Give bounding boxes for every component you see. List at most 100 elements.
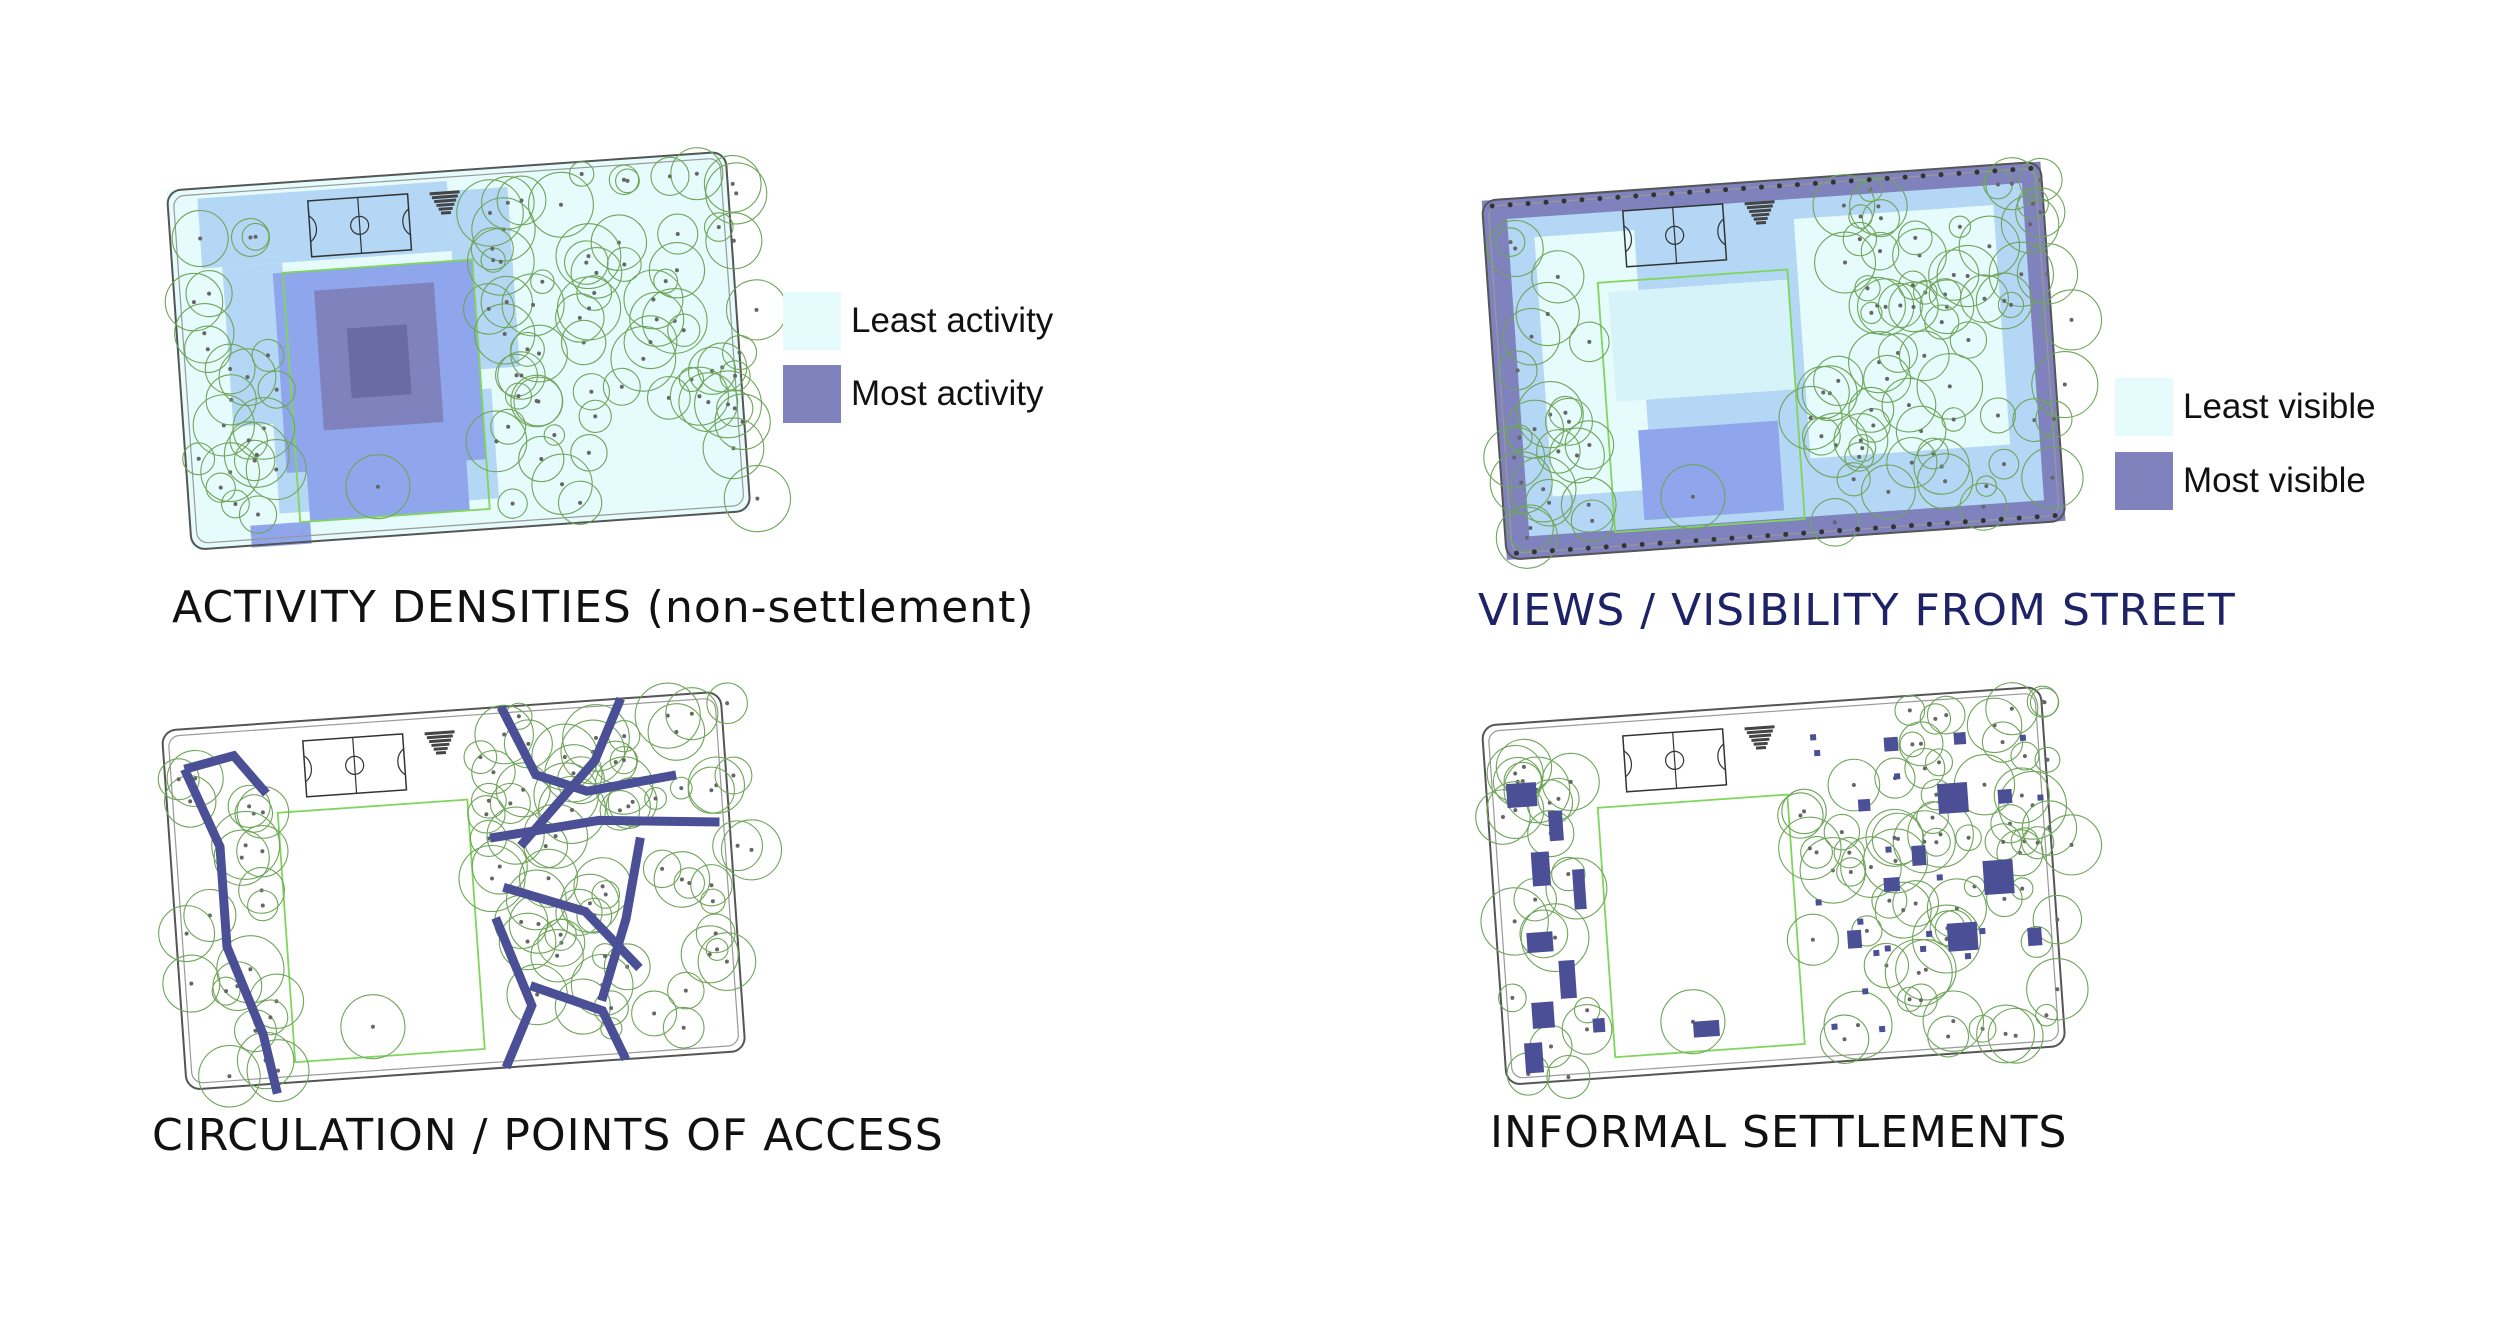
- settlements-caption: INFORMAL SETTLEMENTS: [1490, 1107, 2068, 1158]
- settlement-small: [1925, 930, 1933, 938]
- tree-trunk-dot: [1922, 766, 1927, 771]
- tree-trunk-dot: [577, 315, 582, 320]
- tree-trunk-dot: [1851, 783, 1856, 788]
- grandstand-step: [433, 746, 448, 751]
- tree-canopy-icon: [157, 758, 200, 801]
- tree-trunk-dot: [594, 735, 599, 740]
- tree-trunk-dot: [2055, 987, 2060, 992]
- tree-trunk-dot: [274, 467, 279, 472]
- grandstand-icon: [424, 730, 455, 755]
- tree-canopy-icon: [1531, 250, 1585, 304]
- street-marker: [1639, 541, 1645, 547]
- tree-canopy-icon: [158, 905, 216, 963]
- tree-canopy-icon: [1997, 291, 2025, 319]
- grandstand-step: [1753, 216, 1768, 221]
- street-marker: [1801, 530, 1807, 536]
- tree-trunk-dot: [227, 1074, 232, 1079]
- path-segment: [489, 815, 720, 843]
- tree-trunk-dot: [1541, 487, 1546, 492]
- tree-canopy-icon: [171, 209, 229, 268]
- tree-trunk-dot: [1939, 320, 1944, 325]
- tree-canopy-icon: [505, 869, 567, 931]
- tree-trunk-dot: [1913, 901, 1918, 906]
- tree-trunk-dot: [1842, 1037, 1847, 1042]
- tree-trunk-dot: [1513, 246, 1518, 251]
- tree-trunk-dot: [681, 328, 686, 333]
- site-boundary-inner: [173, 158, 744, 544]
- tree-trunk-dot: [689, 711, 694, 716]
- tree-trunk-dot: [1947, 384, 1952, 389]
- tree-canopy-icon: [246, 1039, 310, 1103]
- tree-trunk-dot: [733, 373, 738, 378]
- tree-trunk-dot: [579, 171, 584, 176]
- tree-trunk-dot: [1913, 235, 1918, 240]
- tree-canopy-icon: [238, 495, 278, 534]
- tree-trunk-dot: [2051, 416, 2056, 421]
- tree-trunk-dot: [749, 847, 754, 852]
- site-boundary: [161, 691, 746, 1090]
- grandstand-step: [1746, 204, 1773, 210]
- street-marker: [1525, 200, 1531, 206]
- tree-trunk-dot: [1839, 830, 1844, 835]
- tree-trunk-dot: [679, 877, 684, 882]
- tree-canopy-icon: [496, 175, 547, 226]
- tree-trunk-dot: [502, 331, 507, 336]
- tree-trunk-dot: [1951, 417, 1956, 422]
- tree-trunk-dot: [486, 798, 491, 803]
- tree-trunk-dot: [276, 1068, 281, 1073]
- tree-trunk-dot: [726, 402, 731, 407]
- tree-trunk-dot: [1808, 415, 1813, 420]
- tree-canopy-icon: [463, 740, 498, 775]
- tree-canopy-icon: [1519, 909, 1569, 959]
- tree-canopy-icon: [647, 703, 706, 761]
- tree-trunk-dot: [716, 225, 721, 230]
- tree-canopy-icon: [1551, 856, 1586, 892]
- tree-canopy-icon: [1998, 770, 2067, 840]
- tree-trunk-dot: [494, 439, 499, 444]
- tree-trunk-dot: [1821, 390, 1826, 395]
- path-segment: [180, 767, 282, 1095]
- tree-canopy-icon: [690, 864, 733, 907]
- tree-canopy-icon: [184, 325, 232, 374]
- tree-trunk-dot: [247, 804, 252, 809]
- tree-trunk-dot: [1878, 249, 1883, 254]
- tree-trunk-dot: [587, 901, 592, 906]
- tree-trunk-dot: [1893, 858, 1898, 863]
- tree-trunk-dot: [1951, 1019, 1956, 1024]
- tree-trunk-dot: [603, 892, 608, 897]
- tree-canopy-icon: [667, 971, 705, 1010]
- tree-canopy-icon: [470, 782, 507, 819]
- tree-canopy-icon: [1892, 810, 1956, 874]
- court-center-circle: [345, 755, 365, 775]
- settlement-block: [1505, 782, 1538, 809]
- tree-trunk-dot: [1553, 935, 1558, 940]
- settlement-small: [1936, 874, 1943, 881]
- street-marker: [1669, 190, 1675, 196]
- tree-trunk-dot: [1906, 403, 1911, 408]
- tree-trunk-dot: [584, 260, 589, 265]
- tree-trunk-dot: [1528, 525, 1533, 530]
- tree-trunk-dot: [1814, 850, 1819, 855]
- street-marker: [1902, 174, 1908, 180]
- tree-canopy-icon: [245, 439, 307, 501]
- tree-trunk-dot: [1876, 204, 1881, 209]
- tree-trunk-dot: [1858, 438, 1863, 443]
- tree-trunk-dot: [710, 899, 715, 904]
- tree-trunk-dot: [1951, 273, 1956, 278]
- tree-canopy-icon: [1516, 381, 1584, 449]
- tree-trunk-dot: [709, 788, 714, 793]
- tree-trunk-dot: [1856, 1023, 1861, 1028]
- tree-trunk-dot: [1895, 836, 1900, 841]
- grandstand-step: [440, 210, 452, 215]
- tree-trunk-dot: [1513, 808, 1518, 813]
- tree-trunk-dot: [2047, 826, 2052, 831]
- tree-trunk-dot: [1907, 997, 1912, 1002]
- tree-canopy-icon: [554, 978, 611, 1035]
- tree-trunk-dot: [1923, 967, 1928, 972]
- tree-trunk-dot: [540, 279, 545, 284]
- tree-trunk-dot: [1521, 764, 1526, 769]
- tree-canopy-icon: [609, 745, 639, 775]
- tree-canopy-icon: [1660, 464, 1726, 530]
- tree-canopy-icon: [673, 867, 706, 899]
- street-marker: [2016, 515, 2022, 521]
